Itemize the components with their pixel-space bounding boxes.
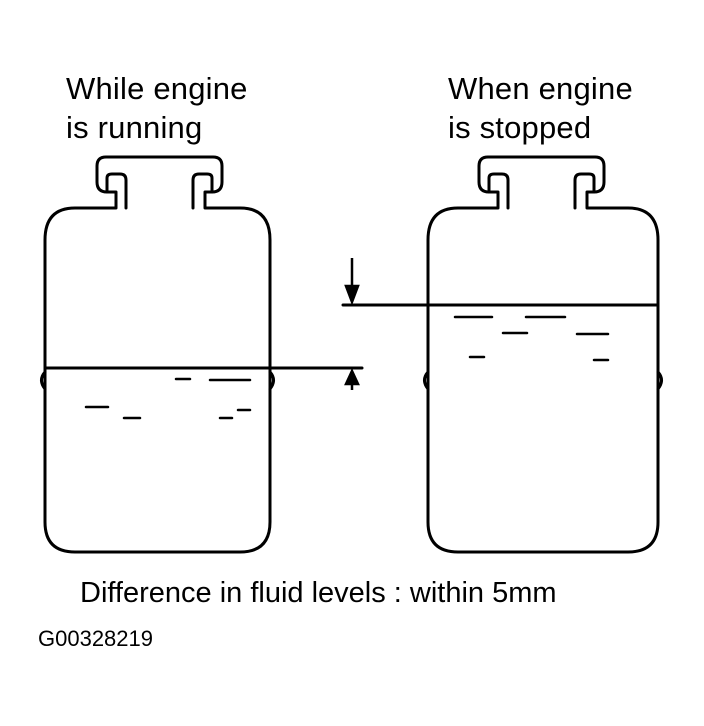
dimension-arrow-top-head (344, 284, 360, 306)
reservoir-running-side-tab-right (268, 370, 275, 391)
reservoir-stopped-side-tab-left (423, 370, 430, 391)
dimension-arrow-bottom-head (344, 368, 360, 386)
label-stopped-line2: is stopped (448, 110, 592, 145)
caption: Difference in fluid levels : within 5mm (80, 577, 557, 609)
reservoir-running-cap-notch-left (105, 172, 128, 210)
figure-id: G00328219 (38, 626, 153, 651)
reservoir-stopped-cap-notch-right (573, 172, 596, 210)
reservoir-running-side-tab-left (40, 370, 47, 391)
reservoir-stopped-cap-notch-left (487, 172, 510, 210)
reservoir-stopped-side-tab-right (656, 370, 663, 391)
reservoir-running-cap-notch-right (191, 172, 214, 210)
label-stopped-line1: When engine (448, 71, 633, 106)
reservoir-stopped-outline (426, 155, 660, 554)
label-running-line2: is running (66, 110, 203, 145)
reservoir-running-outline (43, 155, 272, 554)
label-running-line1: While engine (66, 71, 248, 106)
